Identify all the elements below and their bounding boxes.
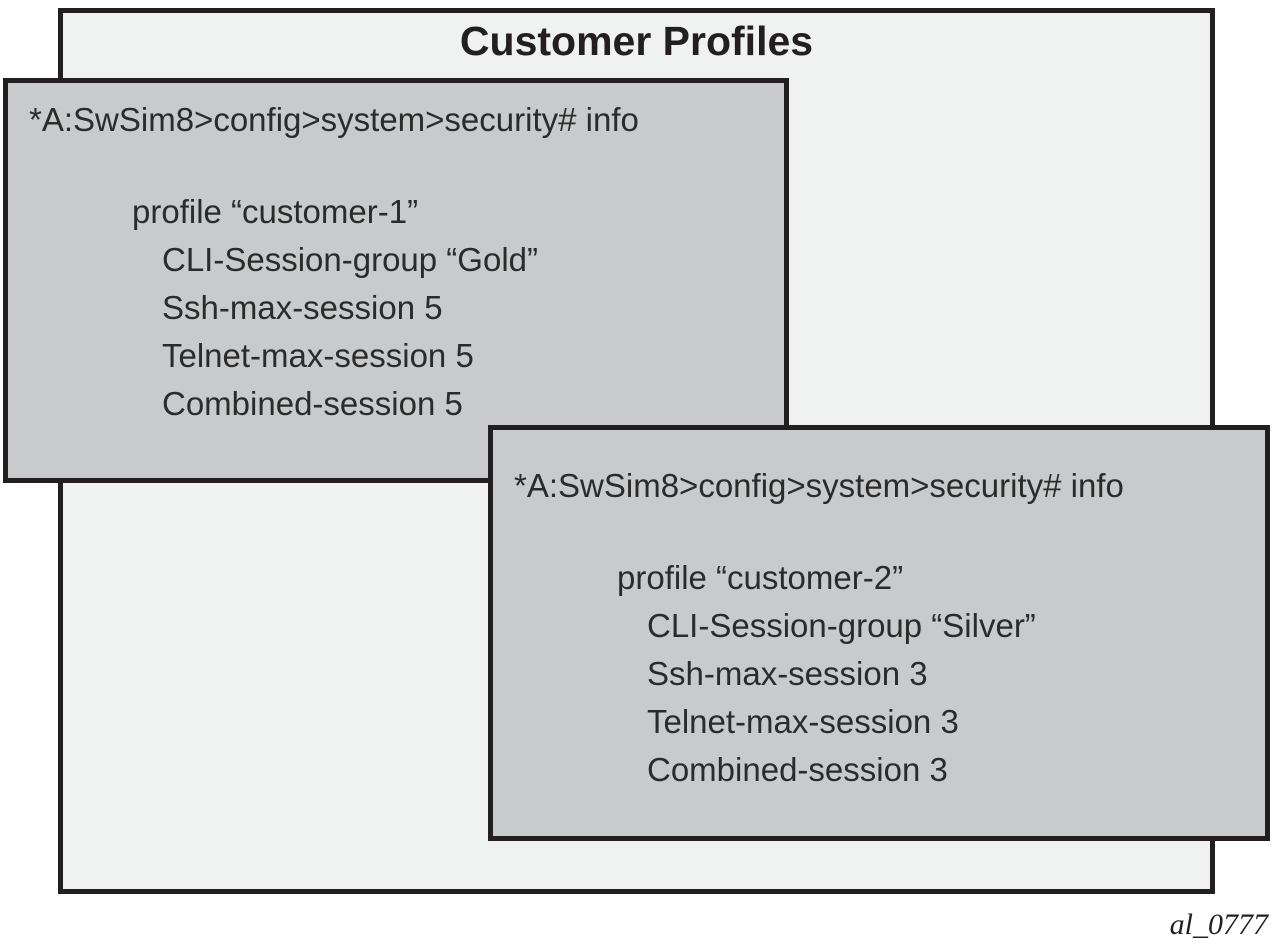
cli-line-combined-session: Combined-session 3 (647, 751, 948, 788)
cli-line-session-group: CLI-Session-group “Gold” (162, 241, 538, 278)
cli-line-profile: profile “customer-1” (132, 193, 419, 230)
cli-line-profile: profile “customer-2” (617, 559, 904, 596)
cli-prompt: *A:SwSim8>config>system>security# info (29, 101, 639, 138)
cli-line-telnet-max-session: Telnet-max-session 3 (647, 703, 959, 740)
figure-title: Customer Profiles (459, 18, 814, 64)
figure-id-label: al_0777 (1169, 908, 1268, 941)
cli-line-ssh-max-session: Ssh-max-session 5 (162, 289, 443, 326)
cli-prompt: *A:SwSim8>config>system>security# info (514, 467, 1124, 504)
cli-panel-customer-2: *A:SwSim8>config>system>security# info p… (488, 425, 1270, 841)
cli-line-combined-session: Combined-session 5 (162, 385, 463, 422)
cli-panel-customer-1: *A:SwSim8>config>system>security# info p… (3, 78, 789, 483)
cli-line-ssh-max-session: Ssh-max-session 3 (647, 655, 928, 692)
cli-line-telnet-max-session: Telnet-max-session 5 (162, 337, 474, 374)
cli-line-session-group: CLI-Session-group “Silver” (647, 607, 1036, 644)
